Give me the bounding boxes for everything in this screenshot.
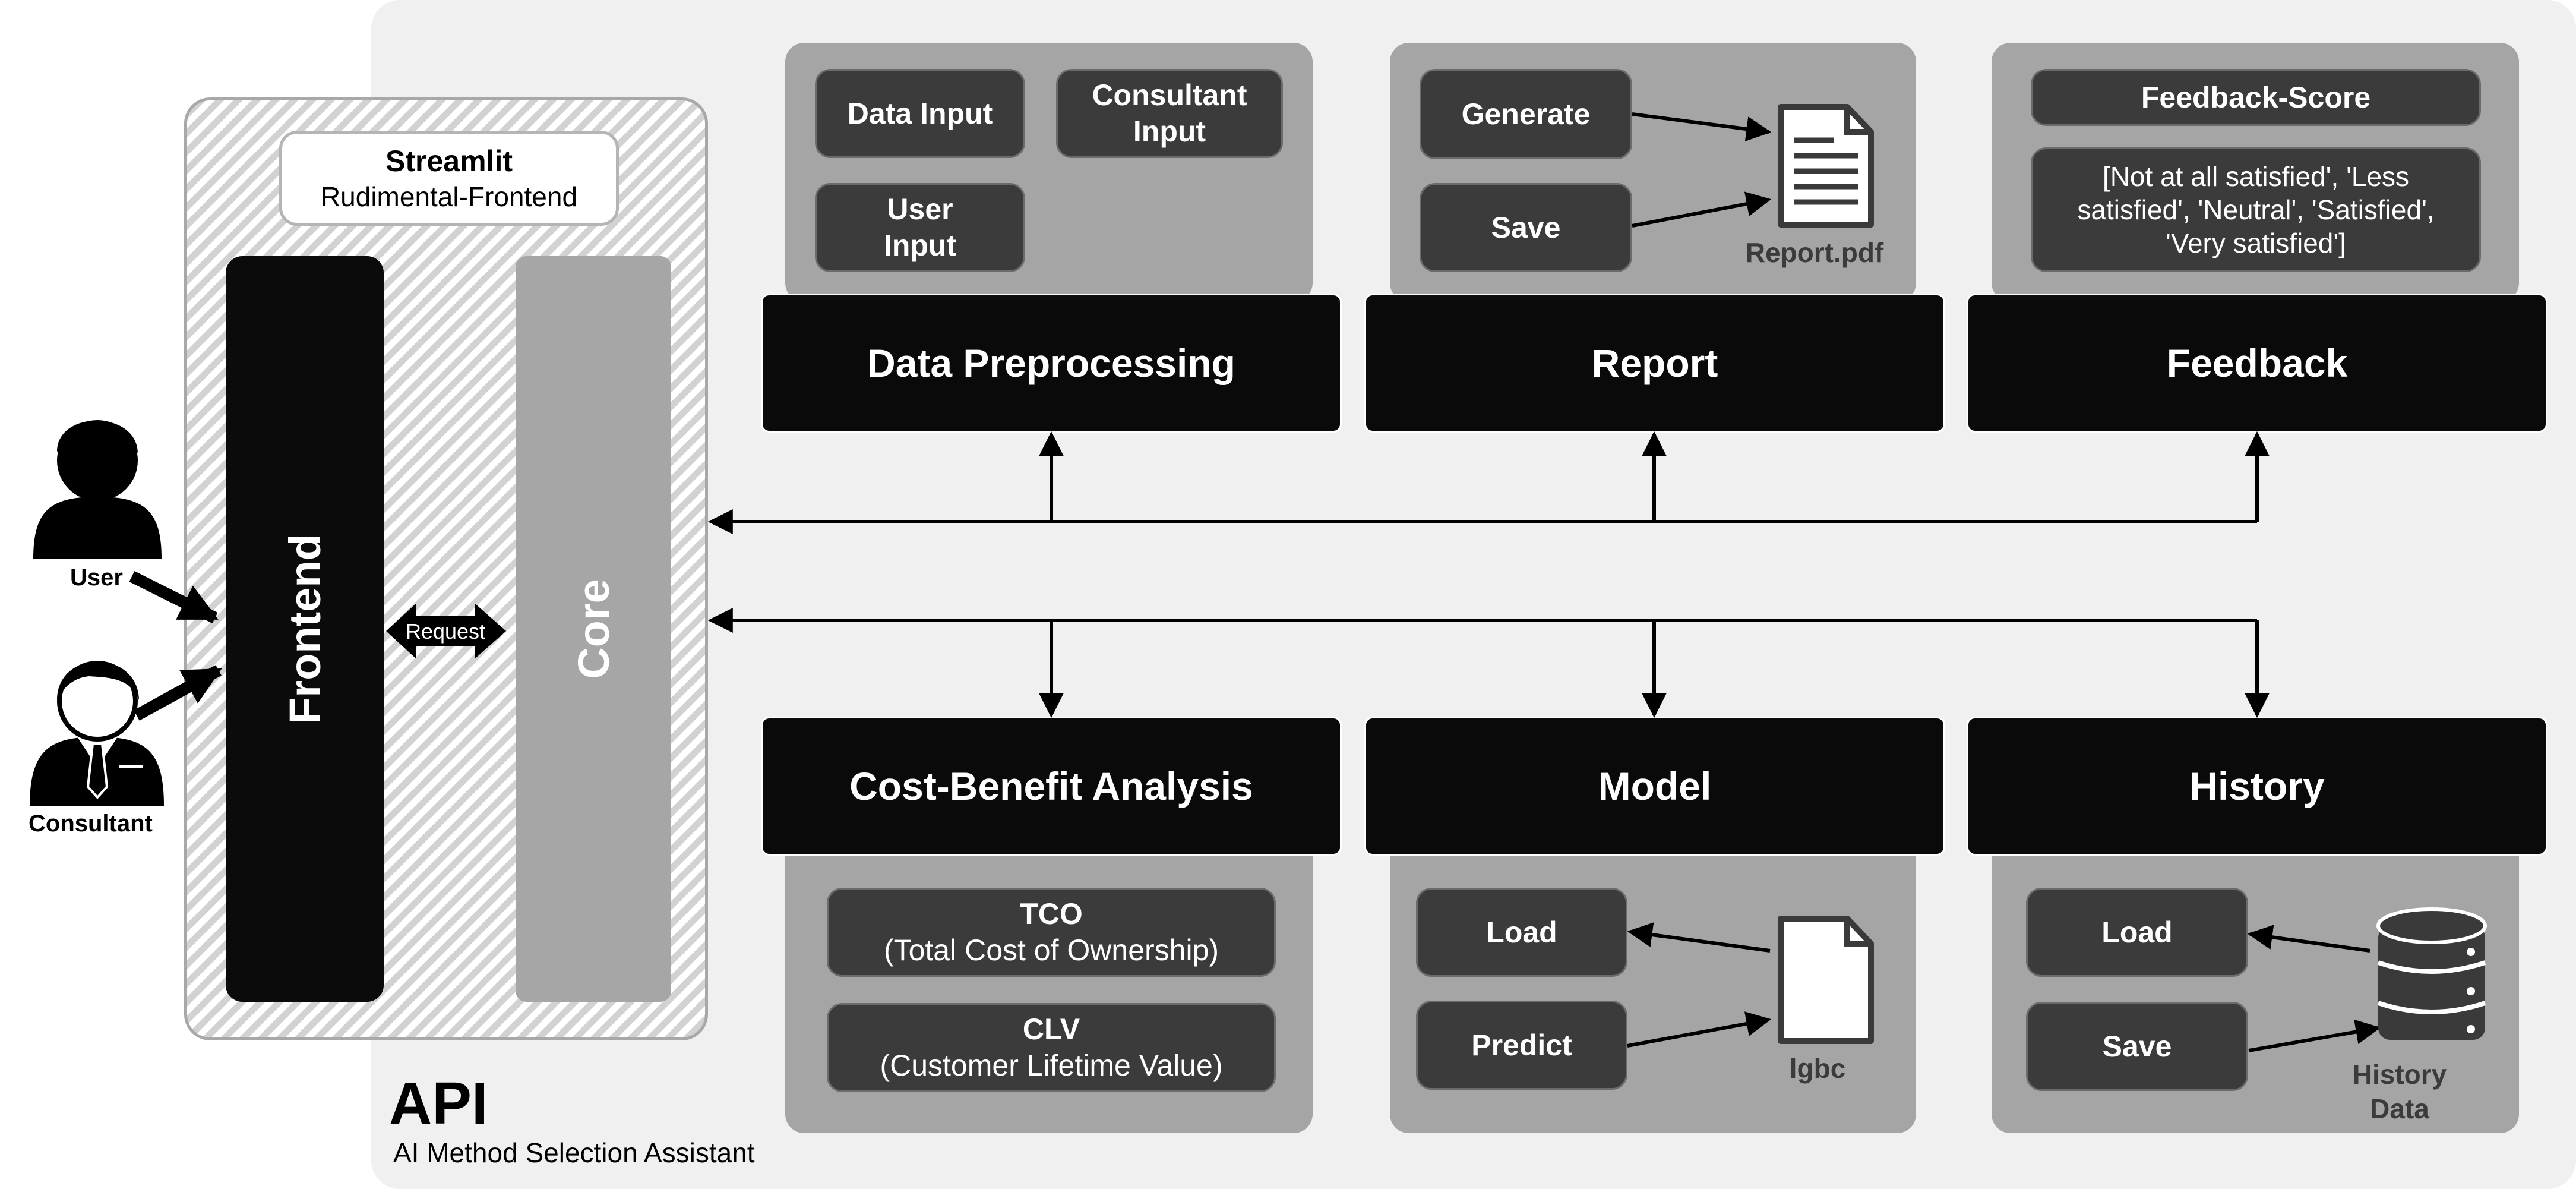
database-icon (2376, 907, 2487, 1040)
generate-box: Generate (1420, 69, 1632, 159)
generate-arrow (1632, 112, 1772, 141)
model-load-box: Load (1416, 888, 1627, 977)
history-save-arrow (2248, 1019, 2381, 1052)
history-load-box: Load (2026, 888, 2248, 977)
save-report-arrow (1632, 191, 1772, 228)
tco-box: TCO (Total Cost of Ownership) (827, 888, 1276, 977)
user-arrow (129, 571, 219, 623)
tco-label: TCO (1020, 897, 1083, 931)
file-icon (1778, 916, 1874, 1044)
model-file-label: lgbc (1789, 1053, 1846, 1084)
cost-benefit-header: Cost-Benefit Analysis (761, 717, 1342, 856)
model-load-arrow (1627, 922, 1771, 953)
upper-bus (707, 431, 2270, 534)
frontend-block: Frontend (226, 256, 384, 1002)
report-file-label: Report.pdf (1745, 237, 1884, 268)
history-save-box: Save (2026, 1002, 2248, 1091)
feedback-header: Feedback (1967, 294, 2547, 433)
consultant-label: Consultant (29, 810, 153, 837)
api-subtitle: AI Method Selection Assistant (393, 1137, 755, 1168)
feedback-score-box: Feedback-Score (2031, 69, 2481, 126)
streamlit-title: Streamlit (385, 144, 513, 178)
request-arrow (386, 604, 506, 658)
history-store-label: History Data (2352, 1059, 2447, 1124)
user-icon (33, 420, 162, 559)
core-block: Core (516, 256, 671, 1002)
model-header: Model (1364, 717, 1945, 856)
data-input-box: Data Input (815, 69, 1025, 158)
consultant-icon (30, 661, 164, 806)
lower-bus (707, 608, 2270, 718)
document-icon (1778, 104, 1874, 228)
model-predict-arrow (1627, 1011, 1772, 1048)
clv-box: CLV (Customer Lifetime Value) (827, 1003, 1276, 1092)
user-label: User (70, 564, 123, 591)
user-input-box: User Input (815, 183, 1025, 272)
report-header: Report (1364, 294, 1945, 433)
consultant-arrow (134, 665, 222, 721)
clv-label: CLV (1022, 1013, 1080, 1046)
api-title: API (389, 1070, 488, 1137)
consultant-input-box: Consultant Input (1056, 69, 1283, 158)
feedback-options-box: [Not at all satisfied', 'Less satisfied'… (2031, 147, 2481, 272)
streamlit-label: Streamlit Rudimental-Frontend (279, 131, 619, 226)
model-predict-box: Predict (1416, 1001, 1627, 1090)
report-save-box: Save (1420, 183, 1632, 272)
history-load-arrow (2247, 925, 2370, 953)
streamlit-subtitle: Rudimental-Frontend (320, 181, 578, 212)
data-preprocessing-header: Data Preprocessing (761, 294, 1342, 433)
tco-full-label: (Total Cost of Ownership) (883, 933, 1219, 967)
clv-full-label: (Customer Lifetime Value) (880, 1049, 1223, 1082)
request-label: Request (405, 619, 486, 644)
